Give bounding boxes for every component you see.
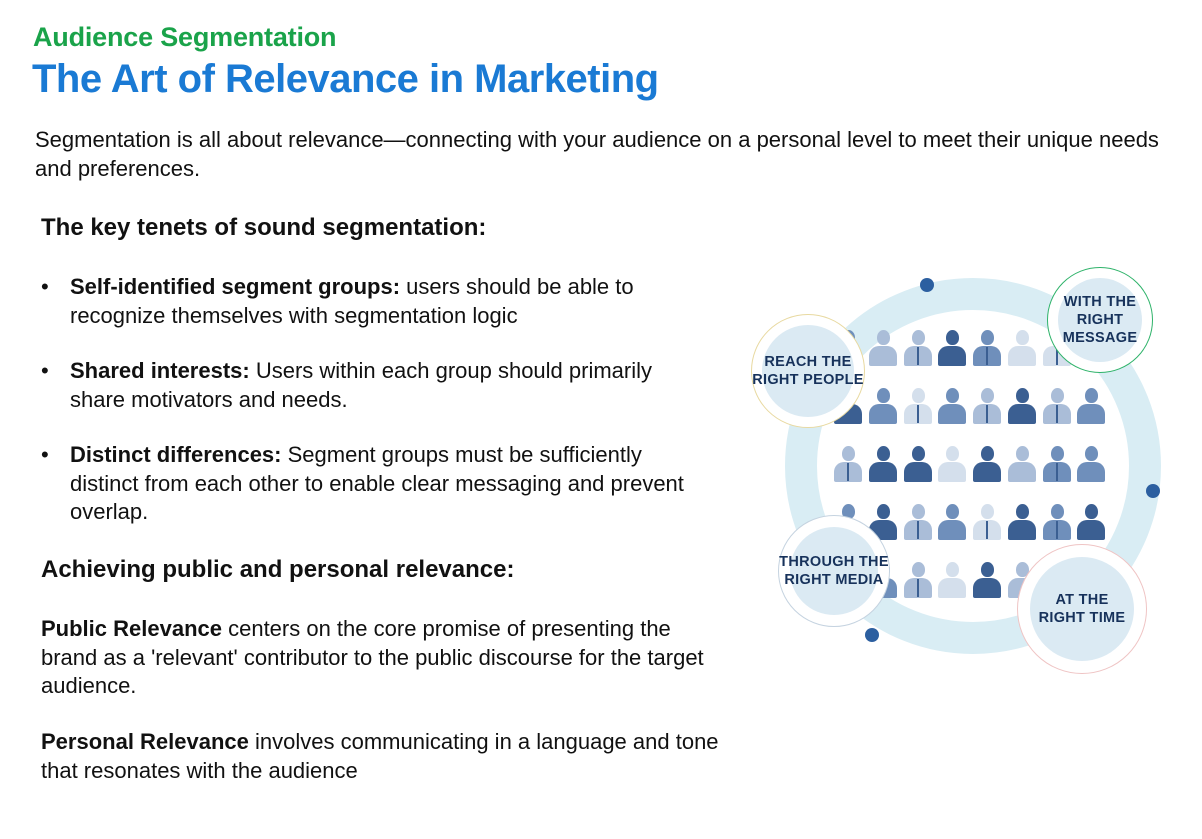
tenets-list: • Self-identified segment groups: users … [41, 273, 701, 554]
public-relevance-term: Public Relevance [41, 616, 222, 641]
person-icon [937, 562, 967, 598]
person-icon [1076, 446, 1106, 482]
person-icon [937, 330, 967, 366]
badge-reach-right-people: REACH THE RIGHT PEOPLE [751, 314, 865, 428]
person-icon [937, 504, 967, 540]
person-icon [868, 388, 897, 424]
person-icon [833, 446, 862, 482]
orbit-dot-icon [1146, 484, 1160, 498]
person-icon [972, 562, 1001, 598]
tenet-term: Self-identified segment groups: [70, 274, 401, 299]
person-icon [903, 388, 932, 424]
badge-label: THROUGH THE RIGHT MEDIA [779, 554, 889, 588]
public-relevance-paragraph: Public Relevance centers on the core pro… [41, 615, 721, 701]
person-icon [1007, 446, 1036, 482]
badge-label: WITH THE RIGHT MESSAGE [1062, 294, 1138, 346]
person-icon [1076, 504, 1106, 540]
person-icon [868, 330, 897, 366]
personal-relevance-paragraph: Personal Relevance involves communicatin… [41, 728, 721, 785]
badge-right-message: WITH THE RIGHT MESSAGE [1047, 267, 1153, 373]
person-icon [972, 388, 1001, 424]
person-icon [903, 446, 932, 482]
person-icon [937, 446, 967, 482]
badge-label: AT THE RIGHT TIME [1038, 592, 1126, 626]
person-icon [903, 504, 932, 540]
personal-relevance-text: involves communicating in a language and… [41, 729, 719, 783]
orbit-dot-icon [865, 628, 879, 642]
person-icon [972, 504, 1001, 540]
page-title: The Art of Relevance in Marketing [32, 57, 659, 101]
tenet-text: Users within each group should primarily… [70, 358, 653, 412]
person-icon [937, 388, 967, 424]
badge-label: REACH THE RIGHT PEOPLE [752, 354, 864, 388]
eyebrow-title: Audience Segmentation [33, 22, 337, 52]
person-icon [1007, 330, 1036, 366]
audience-illustration: REACH THE RIGHT PEOPLE WITH THE RIGHT ME… [745, 260, 1185, 680]
tenets-heading: The key tenets of sound segmentation: [41, 214, 487, 241]
orbit-dot-icon [920, 278, 934, 292]
badge-right-time: AT THE RIGHT TIME [1017, 544, 1147, 674]
person-icon [972, 446, 1001, 482]
person-icon [972, 330, 1001, 366]
people-row [833, 446, 1106, 482]
person-icon [1007, 388, 1036, 424]
personal-relevance-term: Personal Relevance [41, 729, 249, 754]
list-item: • Distinct differences: Segment groups m… [41, 441, 701, 527]
person-icon [1076, 388, 1106, 424]
bullet-icon: • [41, 274, 49, 299]
public-relevance-text: centers on the core promise of presentin… [41, 616, 704, 698]
person-icon [903, 330, 932, 366]
tenet-text: users should be able to recognize themse… [70, 274, 634, 328]
person-icon [1042, 388, 1071, 424]
people-row [833, 388, 1106, 424]
bullet-icon: • [41, 442, 49, 467]
person-icon [903, 562, 932, 598]
person-icon [868, 446, 897, 482]
tenet-term: Shared interests: [70, 358, 250, 383]
bullet-icon: • [41, 358, 49, 383]
person-icon [1042, 446, 1071, 482]
list-item: • Shared interests: Users within each gr… [41, 357, 701, 414]
tenet-text: Segment groups must be sufficiently dist… [70, 442, 684, 524]
person-icon [1042, 504, 1071, 540]
list-item: • Self-identified segment groups: users … [41, 273, 701, 330]
relevance-heading: Achieving public and personal relevance: [41, 556, 515, 583]
tenet-term: Distinct differences: [70, 442, 282, 467]
intro-paragraph: Segmentation is all about relevance—conn… [35, 127, 1159, 181]
person-icon [1007, 504, 1036, 540]
badge-right-media: THROUGH THE RIGHT MEDIA [778, 515, 890, 627]
